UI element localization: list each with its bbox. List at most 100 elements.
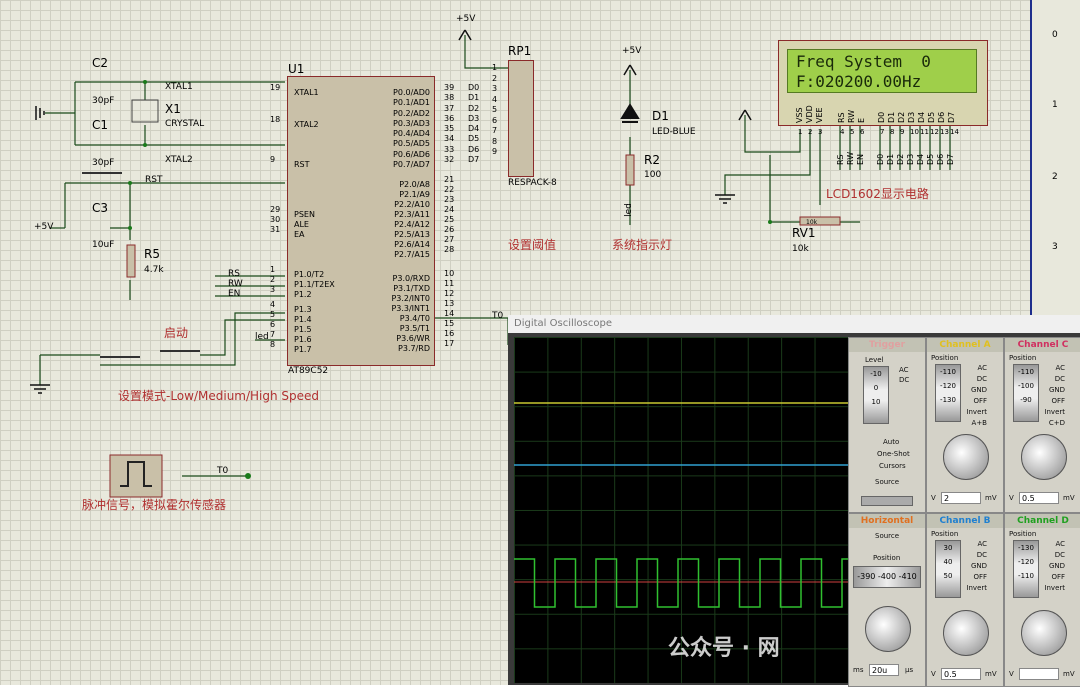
mcu-pin-name: P0.6/AD6 — [393, 150, 430, 159]
channel-c-position-drum[interactable]: -110-100-90 — [1013, 364, 1039, 422]
c1-label[interactable]: C1 — [92, 118, 109, 132]
pulse-generator[interactable] — [108, 452, 164, 500]
r5-label[interactable]: R5 — [144, 247, 160, 261]
led-net-led: led — [623, 203, 634, 217]
c3-label[interactable]: C3 — [92, 201, 109, 215]
channel-b-mode[interactable]: Invert — [966, 584, 987, 592]
trigger-cursors[interactable]: Cursors — [879, 462, 906, 470]
timebase-knob[interactable] — [865, 606, 911, 652]
mode-button[interactable] — [100, 356, 140, 368]
lcd-net-label: D1 — [886, 153, 895, 165]
vcc-label-rp: +5V — [456, 14, 476, 24]
timebase-value[interactable]: 20u — [869, 664, 899, 676]
channel-a-mode[interactable]: DC — [976, 375, 987, 383]
channel-a-mode[interactable]: GND — [970, 386, 987, 394]
channel-d-volts-knob[interactable] — [1021, 610, 1067, 656]
rs-net: RS — [228, 269, 240, 279]
channel-a-mode[interactable]: A+B — [971, 419, 987, 427]
trigger-dc[interactable]: DC — [899, 376, 910, 384]
channel-d-position-drum[interactable]: -130-120-110 — [1013, 540, 1039, 598]
channel-b-mv-unit: mV — [985, 670, 997, 678]
mcu-pin-number: 13 — [444, 299, 455, 308]
channel-d-mode[interactable]: Invert — [1044, 584, 1065, 592]
channel-b-mode[interactable]: GND — [970, 562, 987, 570]
oscilloscope-window[interactable]: Digital Oscilloscope Trigger Level -10 0… — [508, 315, 1080, 687]
lcd-pin-name: VSS — [795, 107, 804, 123]
oscilloscope-title[interactable]: Digital Oscilloscope — [508, 315, 1080, 333]
channel-c-volts-value[interactable]: 0.5 — [1019, 492, 1059, 504]
trigger-source-label: Source — [875, 478, 900, 486]
r2-label[interactable]: R2 — [644, 153, 660, 167]
trigger-auto[interactable]: Auto — [883, 438, 900, 446]
drum-value: 10 — [871, 398, 881, 406]
vcc-label-c3: +5V — [34, 222, 54, 232]
channel-d-mode[interactable]: DC — [1054, 551, 1065, 559]
drum-value: -100 — [1018, 382, 1034, 390]
channel-a-volts-value[interactable]: 2 — [941, 492, 981, 504]
trigger-ac[interactable]: AC — [899, 366, 909, 374]
channel-a-position-drum[interactable]: -110-120-130 — [935, 364, 961, 422]
channel-d-mode[interactable]: GND — [1048, 562, 1065, 570]
channel-a-v-unit: V — [931, 494, 936, 502]
channel-c-mode[interactable]: AC — [1055, 364, 1065, 372]
mcu-ref[interactable]: U1 — [288, 62, 305, 76]
channel-b-mode[interactable]: OFF — [973, 573, 987, 581]
rv1-label[interactable]: RV1 — [792, 226, 816, 240]
status-led[interactable] — [612, 100, 652, 130]
scope-traces — [514, 402, 848, 608]
channel-d-mode[interactable]: AC — [1055, 540, 1065, 548]
ruler-mark: 3 — [1052, 242, 1058, 252]
rw-net: RW — [228, 279, 243, 289]
data-net-label: D2 — [468, 104, 480, 113]
xtal1-net: XTAL1 — [165, 82, 193, 92]
channel-c-mode[interactable]: DC — [1054, 375, 1065, 383]
lcd-pin-number: 11 — [920, 128, 929, 136]
x1-label[interactable]: X1 — [165, 102, 181, 116]
mcu-pin-number: 31 — [270, 225, 281, 234]
channel-b-mode[interactable]: DC — [976, 551, 987, 559]
mcu-pin-number: 35 — [444, 124, 455, 133]
channel-d-volts-value[interactable] — [1019, 668, 1059, 680]
resistor-pack-rp1[interactable] — [508, 60, 534, 177]
start-button[interactable] — [160, 350, 200, 362]
channel-a-mode[interactable]: Invert — [966, 408, 987, 416]
channel-a-mode[interactable]: OFF — [973, 397, 987, 405]
mcu-pin-number: 38 — [444, 93, 455, 102]
horizontal-position-drum[interactable]: -390 -400 -410 — [853, 566, 921, 588]
drum-value: 40 — [943, 558, 953, 566]
mcu-pin-name: XTAL2 — [294, 120, 319, 129]
d1-label[interactable]: D1 — [652, 109, 669, 123]
channel-d-position-label: Position — [1009, 530, 1037, 538]
channel-b-volts-value[interactable]: 0.5 — [941, 668, 981, 680]
channel-c-mode[interactable]: OFF — [1051, 397, 1065, 405]
mcu-pin-name: P2.2/A10 — [394, 200, 430, 209]
channel-c-volts-knob[interactable] — [1021, 434, 1067, 480]
channel-b-volts-knob[interactable] — [943, 610, 989, 656]
trigger-level-drum[interactable]: -10 0 10 — [863, 366, 889, 424]
channel-a-mode[interactable]: AC — [977, 364, 987, 372]
channel-c-mode[interactable]: GND — [1048, 386, 1065, 394]
lcd-pin-number: 14 — [950, 128, 959, 136]
channel-c-mode[interactable]: C+D — [1048, 419, 1065, 427]
reset-button[interactable] — [82, 172, 122, 184]
trigger-oneshot[interactable]: One-Shot — [877, 450, 910, 458]
drum-value: 50 — [943, 572, 953, 580]
mcu-pin-number: 7 — [270, 330, 276, 339]
c2-label[interactable]: C2 — [92, 56, 109, 70]
lcd-net-label: D3 — [906, 153, 915, 165]
channel-a-volts-knob[interactable] — [943, 434, 989, 480]
trigger-source-slider[interactable] — [861, 496, 913, 506]
data-net-label: D6 — [468, 145, 480, 154]
drum-value: -110 — [1018, 572, 1034, 580]
channel-d-mode[interactable]: OFF — [1051, 573, 1065, 581]
led-net: led — [255, 332, 269, 342]
channel-c-mode[interactable]: Invert — [1044, 408, 1065, 416]
rp1-ref[interactable]: RP1 — [508, 44, 532, 58]
mcu-pin-number: 30 — [270, 215, 281, 224]
lcd-net-label: RS — [836, 154, 845, 165]
channel-b-mode[interactable]: AC — [977, 540, 987, 548]
